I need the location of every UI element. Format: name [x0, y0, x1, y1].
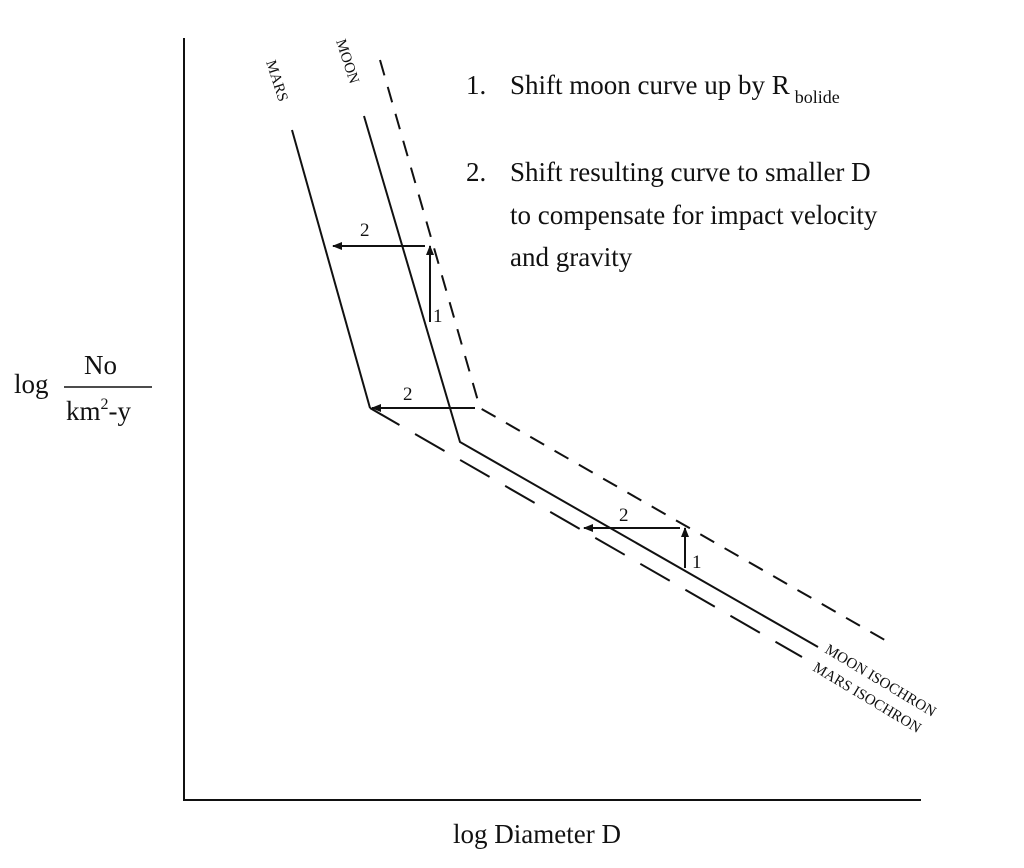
y-label-denominator: km2-y — [66, 396, 132, 426]
moon-label: MOON — [332, 37, 361, 86]
arrow-label-1-lower: 1 — [692, 552, 702, 573]
y-label-numerator: No — [84, 350, 117, 380]
x-axis-label: log Diameter D — [453, 819, 621, 849]
mars-curve-steep — [291, 129, 371, 409]
shifted-moon-curve-dashed — [379, 59, 891, 644]
y-label-log: log — [14, 369, 49, 399]
arrow-label-2-upper: 2 — [360, 220, 370, 241]
step2-line-1: Shift resulting curve to smaller D — [510, 157, 871, 187]
step1-number: 1. — [466, 70, 486, 100]
arrow-label-2-lower: 2 — [619, 505, 629, 526]
step2-line-3: and gravity — [510, 242, 633, 272]
moon-curve — [363, 115, 819, 648]
mars-label: MARS — [262, 58, 290, 103]
step2-line-2: to compensate for impact velocity — [510, 200, 878, 230]
mars-isochron-dashed — [369, 407, 803, 658]
arrow-label-1-upper: 1 — [433, 306, 443, 327]
arrow-label-2-knee: 2 — [403, 384, 413, 405]
step2-number: 2. — [466, 157, 486, 187]
